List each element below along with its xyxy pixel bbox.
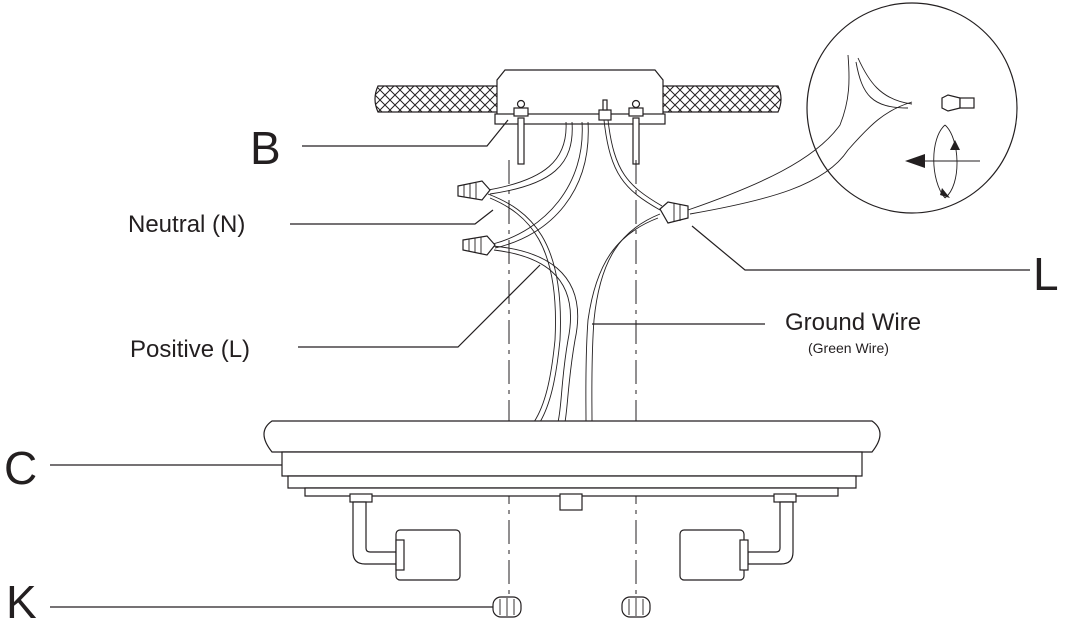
detail-magnifier <box>687 2 1018 215</box>
bracket-screw-left <box>513 99 529 165</box>
bracket-screw-right <box>628 99 644 165</box>
lamp-holder-left <box>349 493 461 581</box>
label-k: K <box>6 576 37 620</box>
ground-screw <box>598 99 612 121</box>
wire-nut-ground <box>659 201 689 224</box>
junction-box <box>494 69 666 125</box>
label-l: L <box>1033 248 1059 300</box>
cap-nut-left <box>492 596 522 618</box>
label-ground-wire-note: (Green Wire) <box>808 340 889 356</box>
label-ground-wire: Ground Wire <box>785 309 921 336</box>
leader-positive <box>298 264 541 348</box>
fixture-wires <box>487 193 661 423</box>
cap-nut-right <box>621 596 651 618</box>
fixture-canopy <box>263 420 881 511</box>
label-c: C <box>4 442 37 494</box>
wire-nut-neutral <box>457 180 491 201</box>
house-wires <box>487 119 663 249</box>
leader-neutral <box>290 209 494 225</box>
lamp-holder-right <box>679 493 797 581</box>
leader-l <box>691 225 1030 271</box>
ceiling <box>374 85 782 113</box>
wire-nut-positive <box>462 235 496 256</box>
leader-b <box>302 119 509 147</box>
label-b: B <box>250 122 281 174</box>
label-neutral: Neutral (N) <box>128 211 245 238</box>
label-positive: Positive (L) <box>130 336 250 363</box>
